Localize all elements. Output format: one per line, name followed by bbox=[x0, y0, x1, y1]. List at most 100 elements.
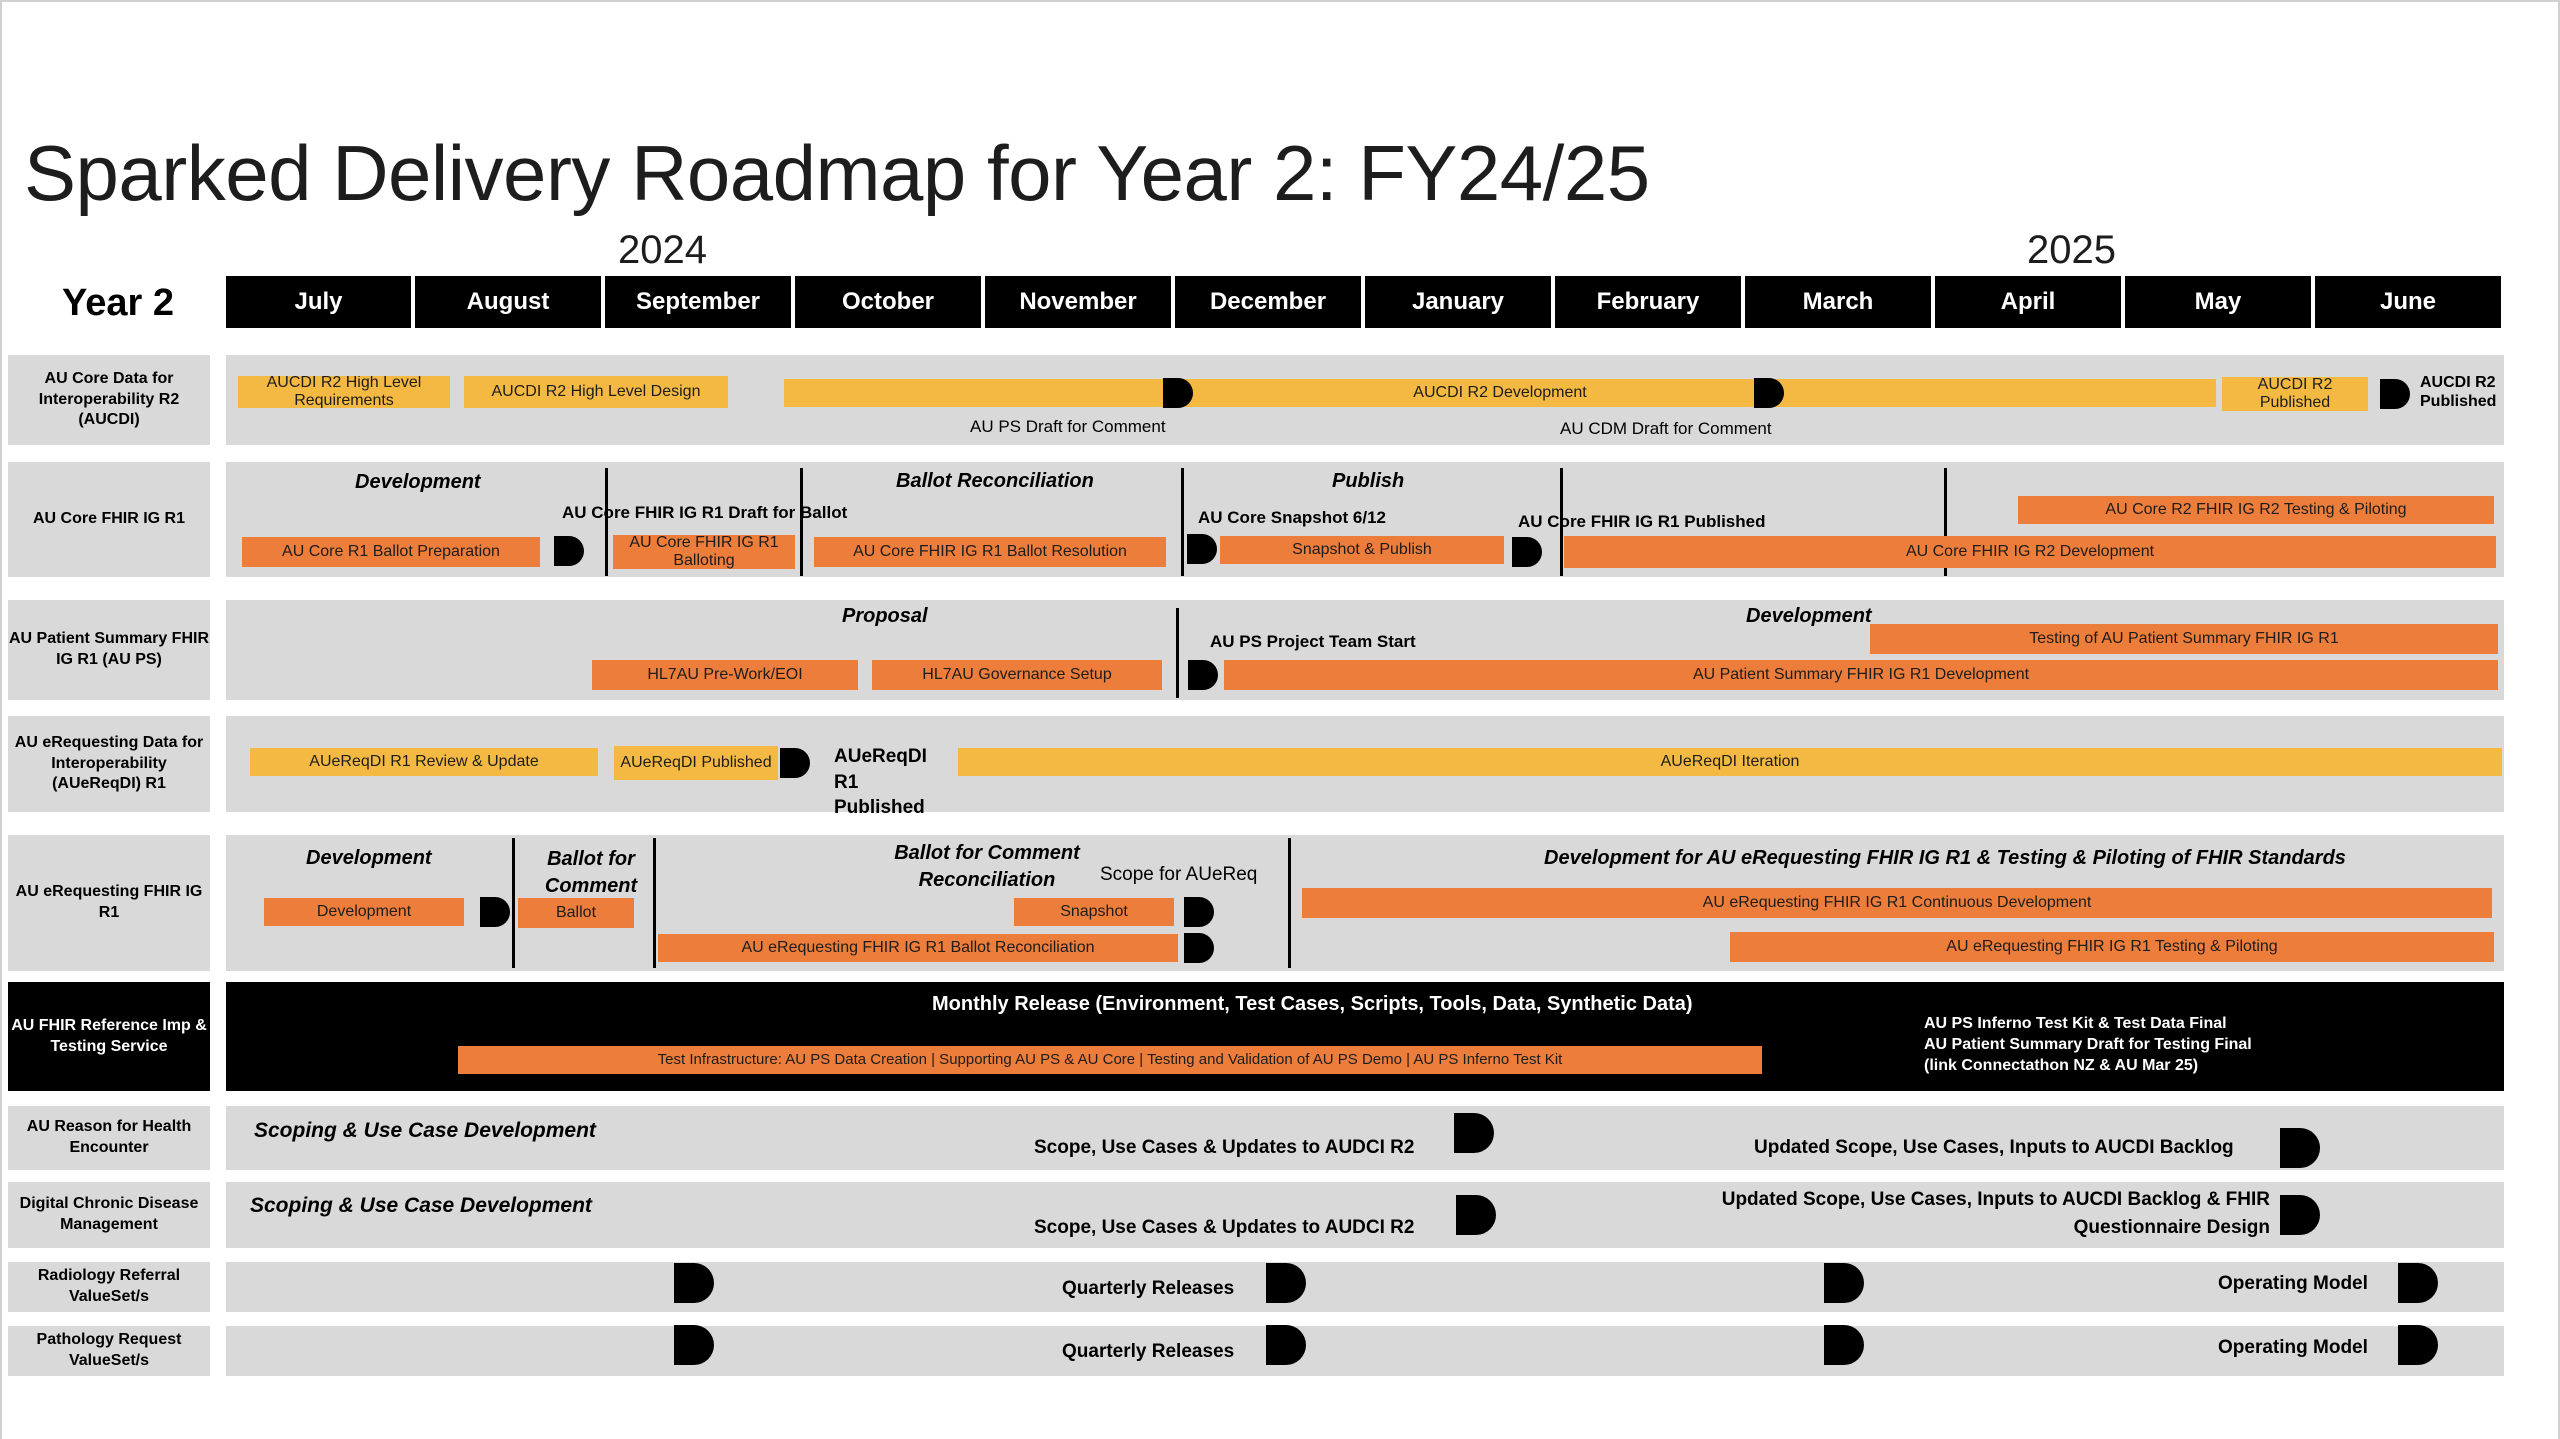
row-label-aucore: AU Core FHIR IG R1 bbox=[8, 462, 210, 577]
task-bar-development: Development bbox=[264, 898, 464, 926]
month-header: August bbox=[415, 276, 601, 328]
year-header: Year 2 bbox=[62, 282, 174, 324]
milestone-label-auereqdi: AUeReqDI R1 Published bbox=[834, 746, 927, 819]
phase-divider bbox=[1181, 468, 1184, 576]
phase-label: Scoping & Use Case Development bbox=[254, 1119, 596, 1142]
note-inferno-kit: AU PS Inferno Test Kit & Test Data Final bbox=[1924, 1015, 2227, 1032]
milestone-label-aucdi: AUCDI R2 Published bbox=[2420, 374, 2497, 411]
task-bar-snapshot-publish: Snapshot & Publish bbox=[1220, 536, 1504, 564]
note-r1-published: AU Core FHIR IG R1 Published bbox=[1518, 512, 1766, 531]
row-label-radiology: Radiology Referral ValueSet/s bbox=[8, 1262, 210, 1312]
task-bar-ballot: Ballot bbox=[518, 898, 634, 928]
note-updated-scope: Updated Scope, Use Cases, Inputs to AUCD… bbox=[1721, 1189, 2270, 1210]
phase-divider bbox=[605, 468, 608, 576]
phase-label: Ballot for Comment Reconciliation bbox=[894, 842, 1080, 891]
note-aups-draft: AU PS Draft for Comment bbox=[970, 417, 1166, 436]
phase-divider bbox=[512, 838, 515, 968]
milestone-marker bbox=[1266, 1263, 1306, 1303]
row-background-pathology bbox=[226, 1326, 2504, 1376]
slide-border-right bbox=[2558, 0, 2560, 1439]
month-header: April bbox=[1935, 276, 2121, 328]
milestone-marker bbox=[1188, 660, 1218, 690]
milestone-marker bbox=[1824, 1263, 1864, 1303]
heading-monthly-release: Monthly Release (Environment, Test Cases… bbox=[932, 993, 1693, 1015]
milestone-marker bbox=[1266, 1325, 1306, 1365]
note-scope: Scope for AUeReq bbox=[1100, 864, 1258, 885]
month-header: December bbox=[1175, 276, 1361, 328]
phase-divider bbox=[1560, 468, 1563, 576]
note-project-start: AU PS Project Team Start bbox=[1210, 632, 1416, 651]
year-2025-label: 2025 bbox=[2027, 228, 2116, 272]
milestone-marker bbox=[1754, 378, 1784, 408]
month-header: September bbox=[605, 276, 791, 328]
phase-divider bbox=[1944, 468, 1947, 576]
row-label-auereqdi: AU eRequesting Data for Interoperability… bbox=[8, 716, 210, 812]
milestone-marker bbox=[480, 897, 510, 927]
note-snapshot: AU Core Snapshot 6/12 bbox=[1198, 508, 1386, 527]
phase-label: Publish bbox=[1332, 470, 1405, 492]
task-bar-aucdi-published: AUCDI R2 Published bbox=[2222, 377, 2368, 411]
milestone-marker bbox=[1454, 1113, 1494, 1153]
phase-label: Development bbox=[1746, 605, 1872, 627]
note-connectathon: (link Connectathon NZ & AU Mar 25) bbox=[1924, 1057, 2199, 1074]
task-bar-aucdi-requirements: AUCDI R2 High Level Requirements bbox=[238, 376, 450, 408]
phase-label: Scoping & Use Case Development bbox=[250, 1194, 592, 1217]
note-quarterly-releases: Quarterly Releases bbox=[1062, 1278, 1235, 1299]
row-label-aups: AU Patient Summary FHIR IG R1 (AU PS) bbox=[8, 600, 210, 700]
row-label-reason: AU Reason for Health Encounter bbox=[8, 1106, 210, 1170]
note-operating-model: Operating Model bbox=[2218, 1273, 2368, 1294]
row-label-reference-imp: AU FHIR Reference Imp & Testing Service bbox=[8, 982, 210, 1091]
month-header: May bbox=[2125, 276, 2311, 328]
task-bar-balloting: AU Core FHIR IG R1 Balloting bbox=[613, 535, 795, 569]
page-title: Sparked Delivery Roadmap for Year 2: FY2… bbox=[24, 129, 1650, 217]
task-bar-auereqdi-published: AUeReqDI Published bbox=[614, 746, 778, 780]
note-draft-for-ballot: AU Core FHIR IG R1 Draft for Ballot bbox=[562, 503, 848, 522]
phase-divider bbox=[653, 838, 656, 968]
task-bar-governance: HL7AU Governance Setup bbox=[872, 660, 1162, 690]
phase-divider bbox=[1288, 838, 1291, 968]
phase-label: Proposal bbox=[842, 605, 928, 627]
task-bar-testing-piloting: AU eRequesting FHIR IG R1 Testing & Pilo… bbox=[1730, 932, 2494, 962]
row-label-pathology: Pathology Request ValueSet/s bbox=[8, 1326, 210, 1376]
milestone-marker bbox=[1456, 1195, 1496, 1235]
task-bar-ballot-resolution: AU Core FHIR IG R1 Ballot Resolution bbox=[814, 537, 1166, 567]
slide-border-left bbox=[0, 0, 2, 1439]
note-aucdm-draft: AU CDM Draft for Comment bbox=[1560, 419, 1772, 438]
milestone-marker bbox=[1163, 378, 1193, 408]
task-bar-r2-testing: AU Core R2 FHIR IG R2 Testing & Piloting bbox=[2018, 496, 2494, 524]
note-questionnaire: Questionnaire Design bbox=[2073, 1217, 2270, 1238]
task-bar-snapshot: Snapshot bbox=[1014, 898, 1174, 926]
note-quarterly-releases: Quarterly Releases bbox=[1062, 1341, 1235, 1362]
task-bar-aucdi-development: AUCDI R2 Development bbox=[784, 379, 2216, 407]
task-bar-r2-development: AU Core FHIR IG R2 Development bbox=[1564, 536, 2496, 568]
task-bar-ballot-prep: AU Core R1 Ballot Preparation bbox=[242, 537, 540, 567]
milestone-marker bbox=[1187, 534, 1217, 564]
task-bar-auereqdi-iteration: AUeReqDI Iteration bbox=[958, 748, 2502, 776]
phase-divider bbox=[800, 468, 803, 576]
milestone-marker bbox=[780, 748, 810, 778]
task-bar-aups-development: AU Patient Summary FHIR IG R1 Developmen… bbox=[1224, 660, 2498, 690]
phase-label: Development bbox=[306, 847, 432, 869]
row-label-chronic-disease: Digital Chronic Disease Management bbox=[8, 1182, 210, 1248]
month-header: October bbox=[795, 276, 981, 328]
milestone-marker bbox=[1824, 1325, 1864, 1365]
milestone-marker bbox=[2398, 1325, 2438, 1365]
task-bar-continuous-development: AU eRequesting FHIR IG R1 Continuous Dev… bbox=[1302, 888, 2492, 918]
month-header: June bbox=[2315, 276, 2501, 328]
row-background-reason bbox=[226, 1106, 2504, 1170]
milestone-marker bbox=[2280, 1195, 2320, 1235]
milestone-marker bbox=[554, 536, 584, 566]
month-header: March bbox=[1745, 276, 1931, 328]
note-operating-model: Operating Model bbox=[2218, 1337, 2368, 1358]
phase-label: Ballot Reconciliation bbox=[896, 470, 1094, 492]
task-bar-ballot-reconciliation: AU eRequesting FHIR IG R1 Ballot Reconci… bbox=[658, 934, 1178, 962]
row-label-auerequesting: AU eRequesting FHIR IG R1 bbox=[8, 835, 210, 971]
phase-label: Ballot for Comment bbox=[544, 848, 638, 897]
month-header: February bbox=[1555, 276, 1741, 328]
task-bar-aups-testing: Testing of AU Patient Summary FHIR IG R1 bbox=[1870, 624, 2498, 654]
milestone-marker bbox=[2380, 379, 2410, 409]
milestone-marker bbox=[1184, 897, 1214, 927]
task-bar-test-infrastructure: Test Infrastructure: AU PS Data Creation… bbox=[458, 1046, 1762, 1074]
milestone-marker bbox=[674, 1325, 714, 1365]
